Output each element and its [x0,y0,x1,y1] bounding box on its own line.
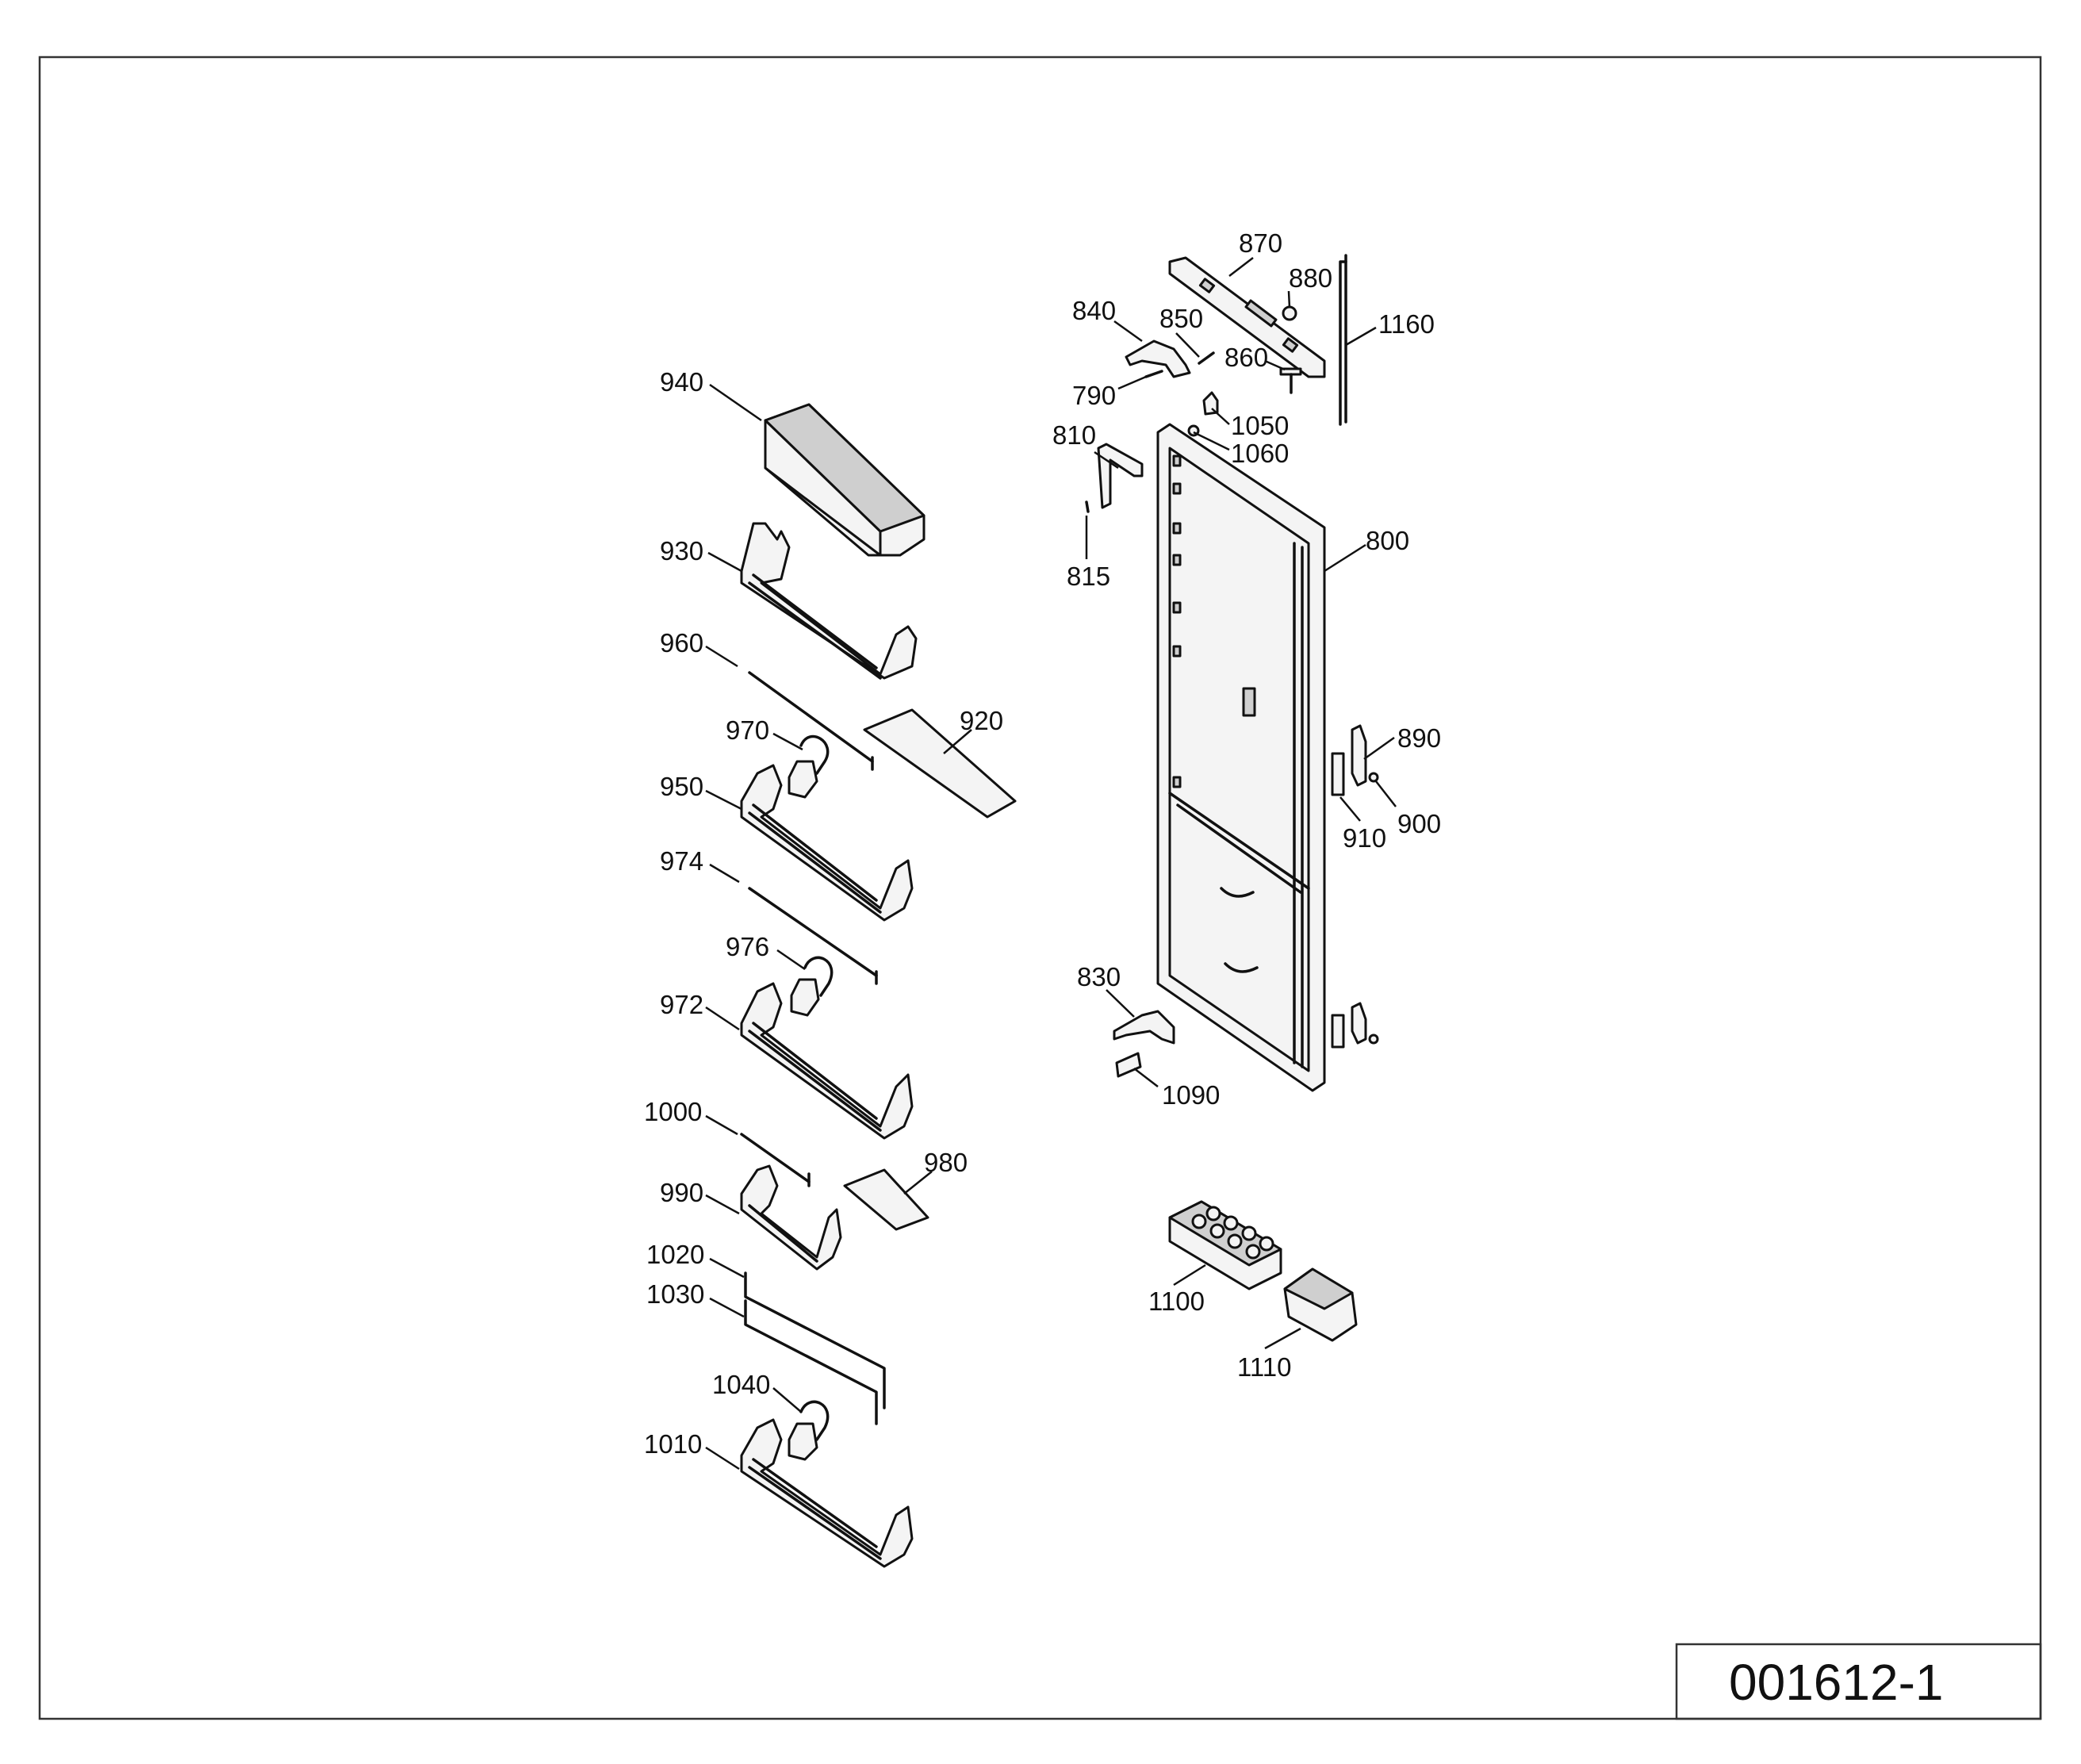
part-910-block [1331,752,1345,796]
part-1050-pin [1202,391,1219,416]
lower-latch-assembly [1331,1002,1379,1049]
part-974-rod [748,887,878,985]
callout-labels: 940 930 960 970 920 950 974 976 972 1000… [644,228,1441,1459]
callout-850: 850 [1159,304,1203,333]
callout-810: 810 [1052,420,1096,450]
callout-930: 930 [660,536,703,566]
callout-790: 790 [1072,381,1116,410]
part-1020-1030-rails [744,1271,886,1425]
callout-1030: 1030 [646,1279,704,1309]
callout-1050: 1050 [1231,411,1289,440]
callout-940: 940 [660,367,703,397]
callout-1000: 1000 [644,1097,702,1126]
part-970-bottle-clip [788,734,830,799]
callout-860: 860 [1224,343,1268,372]
part-850-screw [1198,351,1215,365]
drawing-frame [38,56,2042,1720]
callout-1090: 1090 [1162,1080,1220,1110]
drawing-number: 001612-1 [1729,1654,1943,1711]
part-1010-door-shelf [740,1418,914,1568]
callout-976: 976 [726,932,769,961]
callout-815: 815 [1067,562,1110,591]
title-block [1675,1643,2042,1720]
callout-1040: 1040 [712,1370,770,1399]
callout-1060: 1060 [1231,439,1289,468]
callout-890: 890 [1397,723,1441,753]
part-1100-egg-tray [1168,1200,1282,1290]
callout-800: 800 [1366,526,1409,555]
part-830-lower-hinge [1113,1010,1175,1045]
part-880-nut [1282,305,1297,321]
callout-1110: 1110 [1237,1352,1292,1382]
callout-970: 970 [726,715,769,745]
part-1040-bottle-clip [788,1400,830,1461]
callout-1160: 1160 [1378,309,1435,339]
callout-880: 880 [1289,263,1332,293]
part-1090-shim [1115,1052,1142,1078]
callout-980: 980 [924,1148,968,1177]
callout-974: 974 [660,846,703,876]
callout-1010: 1010 [644,1429,702,1459]
part-976-bottle-clip [790,956,834,1017]
part-900-screw [1368,772,1379,783]
part-870-top-plate [1168,256,1326,378]
part-1160-strip [1339,254,1347,426]
callout-960: 960 [660,628,703,658]
callout-990: 990 [660,1178,703,1207]
callout-950: 950 [660,772,703,801]
callout-840: 840 [1072,296,1116,325]
part-990-door-shelf [740,1164,842,1271]
part-1000-rod [740,1133,811,1187]
part-980-label-panel [843,1168,929,1231]
part-940-shelf-lid [764,403,926,557]
callout-972: 972 [660,990,703,1019]
part-920-label-panel [863,708,1017,819]
part-810-bracket [1097,443,1144,509]
part-890-latch [1351,724,1367,787]
part-800-door-frame [1156,423,1326,1092]
part-972-door-shelf [740,982,914,1140]
part-815-screw [1085,500,1090,513]
callout-920: 920 [960,706,1003,735]
part-1110-butter-box [1283,1267,1358,1342]
leader-lines [705,257,1397,1471]
callout-900: 900 [1397,809,1441,838]
callout-910: 910 [1343,823,1386,853]
callout-1100: 1100 [1148,1287,1205,1316]
callout-830: 830 [1077,962,1121,991]
callout-1020: 1020 [646,1240,704,1269]
part-840-hinge [1125,339,1191,378]
part-950-door-shelf [740,764,914,922]
part-860-bolt [1279,367,1302,394]
part-930-door-shelf [740,522,918,680]
part-960-rod [748,671,874,771]
callout-870: 870 [1239,228,1282,258]
part-790-screw [1144,370,1163,378]
